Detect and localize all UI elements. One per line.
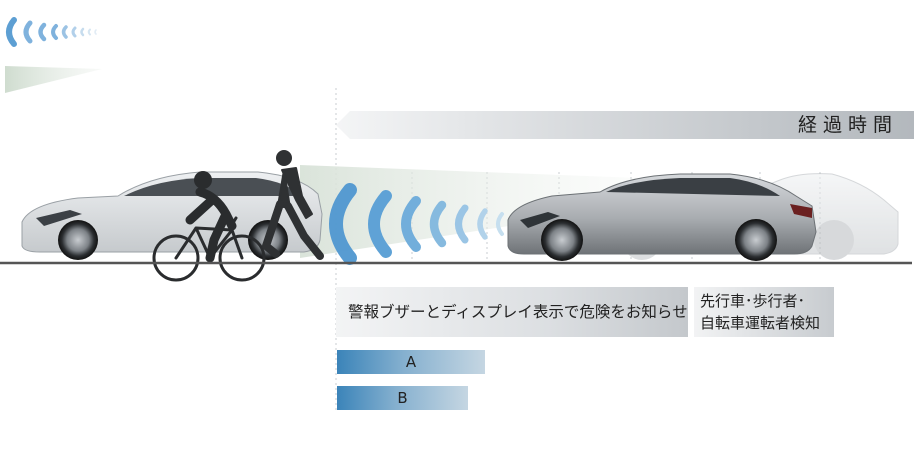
radar-wave-icon — [329, 183, 504, 265]
cyclist-silhouette — [152, 171, 266, 282]
warning-box: 警報ブザーとディスプレイ表示で危険をお知らせ — [336, 287, 688, 337]
ego-car — [507, 173, 817, 261]
bar-b-label: B — [397, 389, 408, 407]
legend-detection-beam-icon — [5, 66, 102, 93]
bar-a-label: A — [405, 353, 417, 371]
preceding-car — [21, 171, 323, 260]
pedestrian-silhouette — [262, 150, 324, 260]
legend-radar-wave-icon — [6, 17, 97, 47]
elapsed-time-arrow: 経過時間 — [336, 111, 914, 139]
timeline-bar-b: B — [337, 386, 468, 410]
detection-text-line2: 自転車運転者検知 — [700, 314, 821, 332]
warning-text: 警報ブザーとディスプレイ表示で危険をお知らせ — [348, 303, 688, 321]
elapsed-time-label: 経過時間 — [797, 114, 898, 136]
detection-beam — [300, 165, 640, 258]
detection-box: 先行車･歩行者･ 自転車運転者検知 — [694, 287, 834, 337]
timeline-bar-a: A — [337, 350, 485, 374]
detection-text: 先行車･歩行者･ 自転車運転者検知 — [700, 290, 820, 334]
detection-text-line1: 先行車･歩行者･ — [700, 292, 806, 310]
